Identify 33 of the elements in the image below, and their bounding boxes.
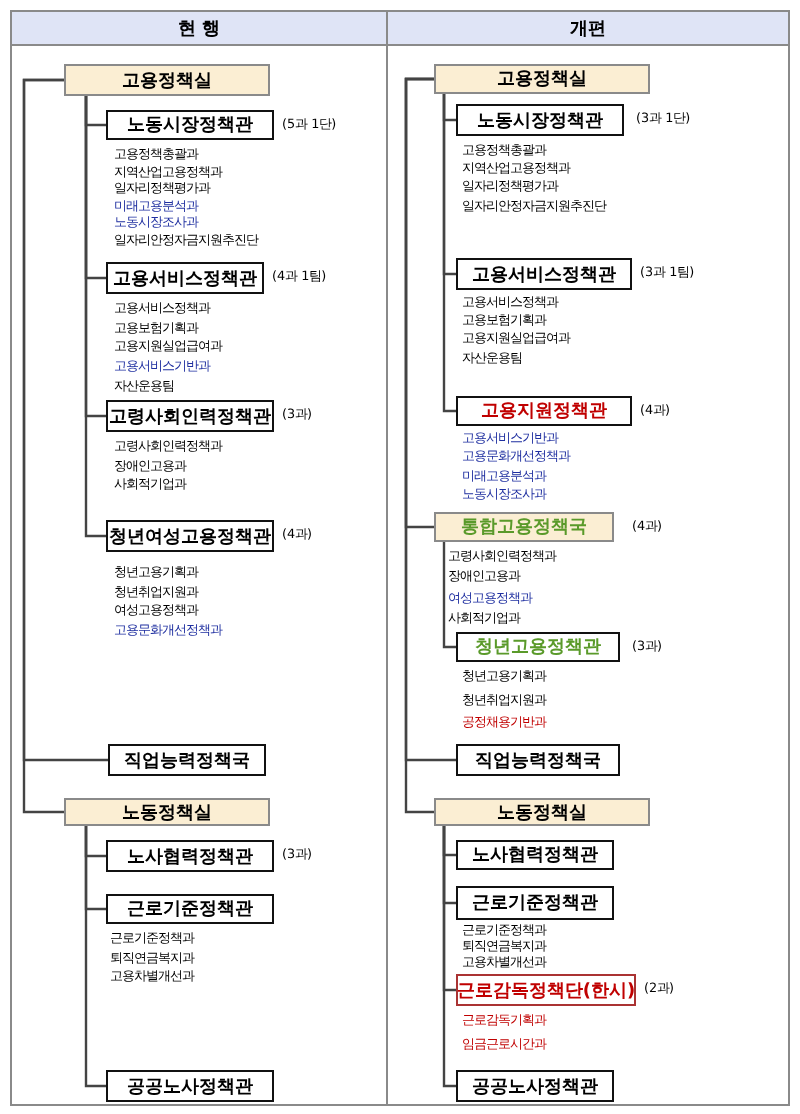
bureau-box: 고용서비스정책관 <box>456 258 632 290</box>
bureau-box: 근로기준정책관 <box>106 894 274 924</box>
bureau-box: 노동시장정책관 <box>106 110 274 140</box>
connector-line <box>84 826 106 1088</box>
bureau-box: 고용서비스정책관 <box>106 262 264 294</box>
bureau-box: 고용지원정책관 <box>456 396 632 426</box>
bureau-box: 근로감독정책단(한시) <box>456 974 636 1006</box>
office-box: 노동정책실 <box>64 798 270 826</box>
bureau-box: 공공노사정책관 <box>106 1070 274 1102</box>
connector-line <box>22 78 64 814</box>
connector-line <box>442 94 456 413</box>
connector-line <box>404 77 434 814</box>
connector-line <box>442 542 456 649</box>
bureau-box: 직업능력정책국 <box>108 744 266 776</box>
office-box: 통합고용정책국 <box>434 512 614 542</box>
bureau-box: 공공노사정책관 <box>456 1070 614 1102</box>
connector-line <box>442 826 456 1088</box>
table-column <box>386 10 790 1106</box>
bureau-box: 직업능력정책국 <box>456 744 620 776</box>
office-box: 노동정책실 <box>434 798 650 826</box>
bureau-box: 청년여성고용정책관 <box>106 520 274 552</box>
office-box: 고용정책실 <box>64 64 270 96</box>
connector-line <box>84 96 106 538</box>
table-column <box>10 10 388 1106</box>
bureau-box: 노사협력정책관 <box>106 840 274 872</box>
office-box: 고용정책실 <box>434 64 650 94</box>
bureau-box: 고령사회인력정책관 <box>106 400 274 432</box>
column-header: 현 행 <box>12 12 386 46</box>
bureau-box: 노동시장정책관 <box>456 104 624 136</box>
column-header: 개편 <box>388 12 788 46</box>
bureau-box: 노사협력정책관 <box>456 840 614 870</box>
bureau-box: 근로기준정책관 <box>456 886 614 920</box>
bureau-box: 청년고용정책관 <box>456 632 620 662</box>
